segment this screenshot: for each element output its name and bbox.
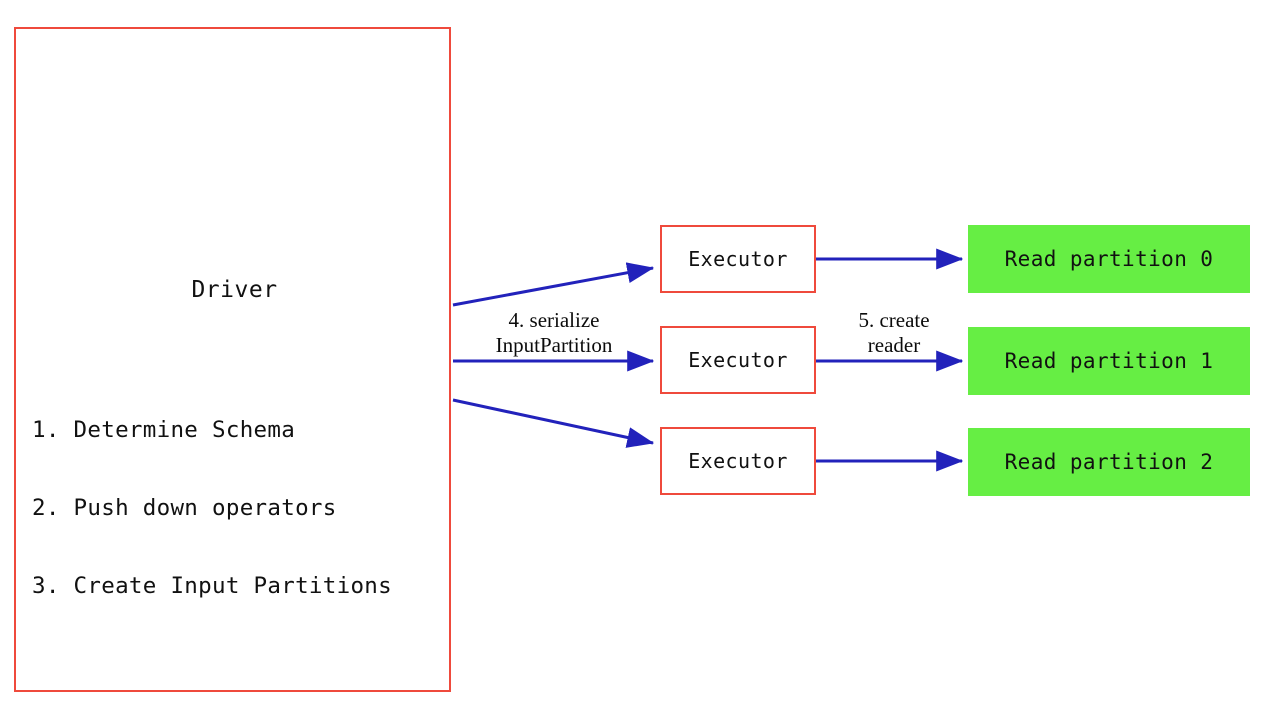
driver-steps-list: 1. Determine Schema 2. Push down operato… xyxy=(32,365,452,651)
edge-label-serialize-line1: 4. serialize xyxy=(508,308,600,332)
arrow-driver-to-executor-0 xyxy=(452,262,655,307)
edge-label-create-reader: 5. create reader xyxy=(824,308,964,358)
driver-box: Driver 1. Determine Schema 2. Push down … xyxy=(14,27,451,692)
read-partition-box-1: Read partition 1 xyxy=(968,327,1250,395)
edge-label-create-line1: 5. create xyxy=(858,308,930,332)
executor-box-0: Executor xyxy=(660,225,816,293)
edge-label-serialize-line2: InputPartition xyxy=(495,333,613,357)
driver-step-2: 2. Push down operators xyxy=(32,495,337,521)
driver-title: Driver xyxy=(191,277,278,303)
executor-box-2: Executor xyxy=(660,427,816,495)
read-partition-box-2: Read partition 2 xyxy=(968,428,1250,496)
read-partition-box-0: Read partition 0 xyxy=(968,225,1250,293)
driver-step-3: 3. Create Input Partitions xyxy=(32,573,392,599)
arrow-driver-to-executor-2 xyxy=(452,398,655,448)
edge-label-serialize-inputpartition: 4. serialize InputPartition xyxy=(454,308,654,358)
edge-label-create-line2: reader xyxy=(867,333,921,357)
driver-step-1: 1. Determine Schema xyxy=(32,417,296,443)
executor-box-1: Executor xyxy=(660,326,816,394)
